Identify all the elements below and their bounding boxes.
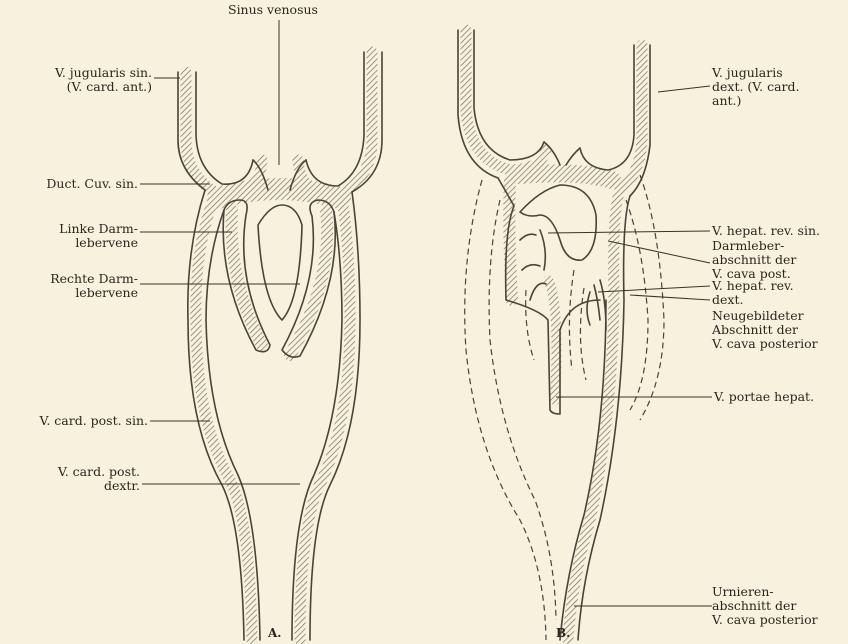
caption-panel-b: B. <box>556 626 570 640</box>
caption-panel-a: A. <box>268 626 282 640</box>
right-hepatic-vein-branches <box>587 280 606 330</box>
label-v-hepat-rev-sin: V. hepat. rev. sin. <box>712 224 820 238</box>
label-sinus-venosus: Sinus venosus <box>228 3 318 17</box>
label-urnierenabschnitt: Urnieren- abschnitt der V. cava posterio… <box>712 585 818 627</box>
inferior-vena-cava-outline <box>560 196 630 640</box>
label-v-card-post-dextr: V. card. post. dextr. <box>2 465 140 493</box>
panel-a-diagram <box>178 52 382 640</box>
label-rechte-darmlebervene: Rechte Darm- lebervene <box>2 272 138 300</box>
label-v-portae-hepat: V. portae hepat. <box>714 390 814 404</box>
vitelline-loop-inner-outline <box>258 205 302 320</box>
panel-b-walls <box>466 30 642 640</box>
panel-b-diagram <box>458 30 664 640</box>
liver-loop-outline <box>520 185 596 260</box>
left-hepatic-vein-branches <box>520 230 546 300</box>
label-v-card-post-sin: V. card. post. sin. <box>2 414 148 428</box>
label-neugebildeter-abschnitt: Neugebildeter Abschnitt der V. cava post… <box>712 309 818 351</box>
label-duct-cuv-sin: Duct. Cuv. sin. <box>2 177 138 191</box>
label-v-hepat-rev-dext: V. hepat. rev. dext. <box>712 279 794 307</box>
leader-lines <box>140 20 712 606</box>
right-degenerated-cardinal-vein <box>640 175 664 420</box>
label-darmleberabschnitt: Darmleber- abschnitt der V. cava post. <box>712 239 796 281</box>
label-v-jugularis-dext: V. jugularis dext. (V. card. ant.) <box>712 66 800 108</box>
label-v-jugularis-sin: V. jugularis sin. (V. card. ant.) <box>2 66 152 94</box>
label-linke-darmlebervene: Linke Darm- lebervene <box>2 222 138 250</box>
left-degenerated-cardinal-vein-inner <box>489 200 556 620</box>
